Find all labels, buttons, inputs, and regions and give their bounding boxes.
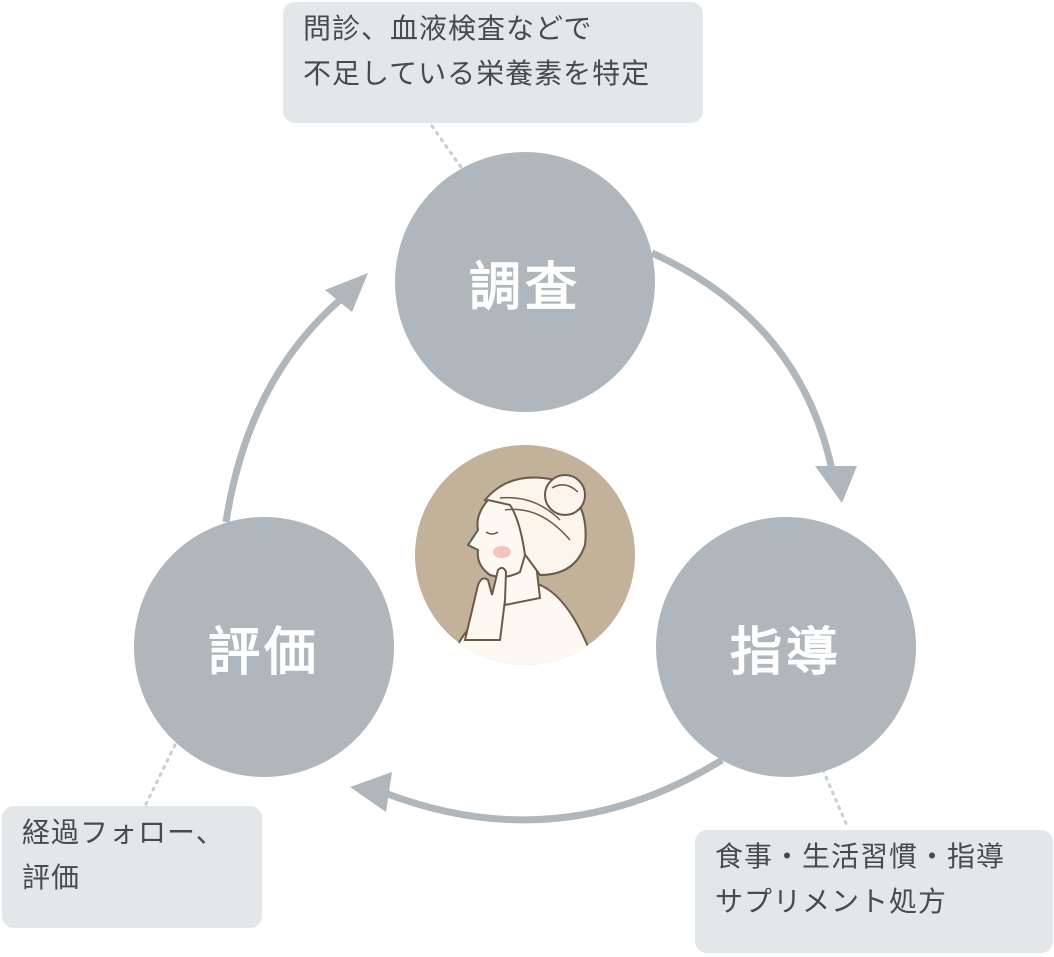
survey-note-line2: 不足している栄養素を特定 — [303, 57, 651, 90]
arrow-guidance-to-evaluation — [383, 757, 724, 824]
woman-profile-icon — [415, 445, 635, 665]
arrow-survey-to-guidance — [650, 249, 836, 471]
guidance-title: 指導 — [729, 621, 842, 683]
evaluation-leader-line — [143, 743, 177, 808]
arrow-evaluation-to-survey — [222, 297, 343, 523]
arrowhead-guidance-to-evaluation — [350, 772, 392, 812]
evaluation-step: 評価 — [134, 517, 394, 777]
guidance-note-line1: 食事・生活習慣・指導 — [715, 840, 1006, 873]
guidance-note-line2: サプリメント処方 — [715, 885, 948, 918]
survey-step: 調査 — [395, 152, 655, 412]
guidance-step: 指導 — [656, 517, 916, 777]
evaluation-title: 評価 — [207, 621, 320, 683]
arrowhead-evaluation-to-survey — [325, 273, 368, 312]
survey-note-line1: 問診、血液検査などで — [303, 12, 593, 45]
arrowhead-survey-to-guidance — [815, 466, 857, 503]
guidance-leader-line — [821, 768, 850, 830]
evaluation-note: 経過フォロー、 評価 — [2, 806, 262, 928]
evaluation-note-line2: 評価 — [22, 861, 81, 894]
survey-title: 調査 — [468, 256, 581, 318]
guidance-note: 食事・生活習慣・指導 サプリメント処方 — [695, 830, 1053, 953]
survey-note: 問診、血液検査などで 不足している栄養素を特定 — [283, 2, 703, 123]
evaluation-note-line1: 経過フォロー、 — [22, 816, 225, 849]
